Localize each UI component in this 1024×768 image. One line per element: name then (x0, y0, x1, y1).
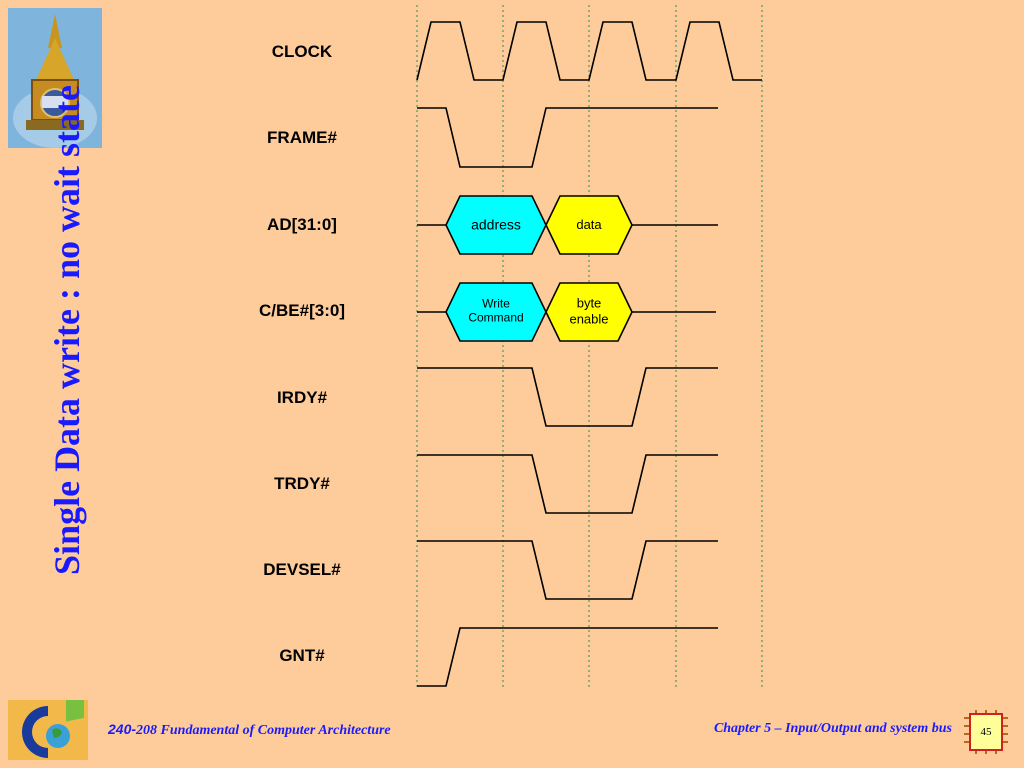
signal-label-clock: CLOCK (271, 42, 333, 61)
chip-icon (964, 710, 1008, 754)
signal-label-cbe: C/BE#[3:0] (259, 301, 345, 320)
signal-label-gnt: GNT# (279, 646, 325, 665)
signal-label-frame: FRAME# (267, 128, 337, 147)
university-seal-icon (8, 8, 102, 148)
ad-address-label: address (471, 216, 521, 233)
cbe-command-label: Write Command (468, 296, 524, 325)
clock-waveform (416, 21, 762, 81)
timing-diagram (416, 5, 763, 688)
cbe-enable-label: byte enable (569, 295, 609, 326)
ad-data-label: data (576, 217, 602, 233)
signal-label-ad: AD[31:0] (267, 215, 337, 234)
globe-logo-icon (8, 700, 88, 760)
gnt-waveform (417, 627, 718, 687)
devsel-waveform (417, 540, 718, 600)
footer-course: 240-208 Fundamental of Computer Architec… (108, 721, 391, 738)
signal-label-trdy: TRDY# (274, 474, 330, 493)
frame-waveform (417, 107, 718, 168)
trdy-waveform (417, 454, 718, 514)
footer-chapter: Chapter 5 – Input/Output and system bus (713, 721, 952, 736)
signal-label-devsel: DEVSEL# (263, 560, 341, 579)
signal-label-irdy: IRDY# (276, 388, 328, 407)
irdy-waveform (417, 367, 718, 427)
cbe-enable-bubble (545, 282, 633, 342)
ad-data-bubble (545, 195, 633, 255)
clock-guide-lines (416, 5, 763, 688)
page-number: 45 (980, 726, 992, 738)
